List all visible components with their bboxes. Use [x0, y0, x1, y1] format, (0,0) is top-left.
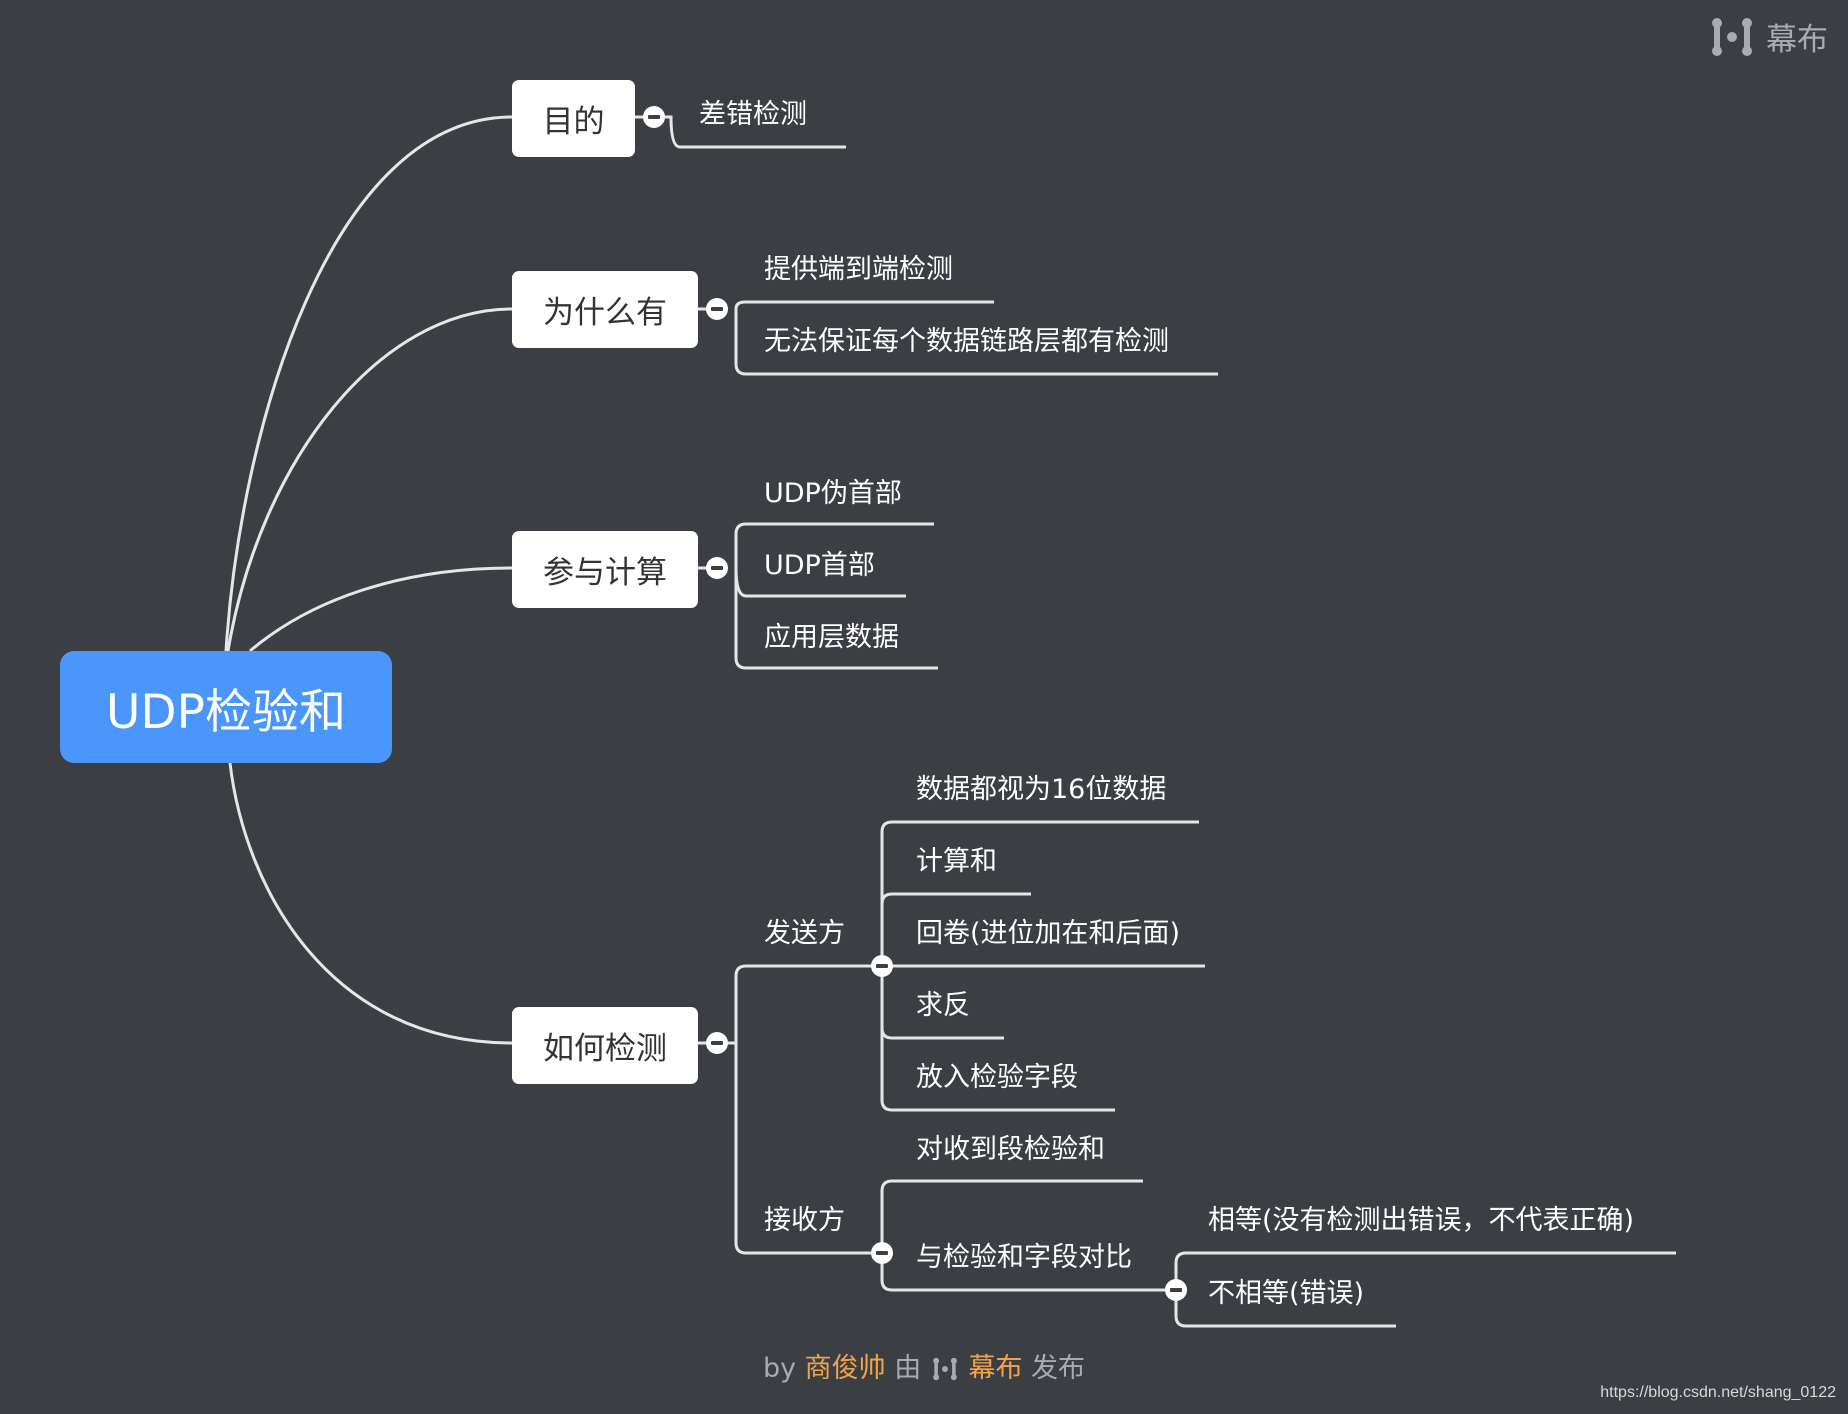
- collapse-toggle-participants[interactable]: [706, 557, 728, 579]
- node-sender[interactable]: 发送方: [764, 918, 845, 949]
- leaf-udp-pseudo-header[interactable]: UDP伪首部: [764, 478, 902, 509]
- footer-author[interactable]: 商俊帅: [804, 1353, 886, 1384]
- leaf-sum-received[interactable]: 对收到段检验和: [916, 1134, 1105, 1165]
- leaf-invert[interactable]: 求反: [916, 990, 970, 1021]
- leaf-16bit-data[interactable]: 数据都视为16位数据: [916, 774, 1167, 805]
- footer-published: 发布: [1031, 1353, 1086, 1384]
- collapse-toggle-compare[interactable]: [1165, 1279, 1187, 1301]
- leaf-error-detection[interactable]: 差错检测: [699, 99, 807, 130]
- footer-by: by: [762, 1353, 797, 1384]
- brand-name: 幕布: [1766, 22, 1828, 58]
- collapse-toggle-how[interactable]: [706, 1032, 728, 1054]
- leaf-compare-field[interactable]: 与检验和字段对比: [916, 1242, 1132, 1273]
- footer-via: 由: [894, 1353, 922, 1384]
- leaf-wrap-around[interactable]: 回卷(进位加在和后面): [916, 918, 1181, 949]
- leaf-not-equal[interactable]: 不相等(错误): [1208, 1278, 1365, 1309]
- node-participants[interactable]: 参与计算: [512, 531, 698, 608]
- footer-credit: by 商俊帅 由 幕布 发布: [0, 1346, 1848, 1385]
- mubu-logo-icon: [1712, 17, 1752, 56]
- leaf-udp-header[interactable]: UDP首部: [764, 550, 875, 581]
- node-why[interactable]: 为什么有: [512, 271, 698, 348]
- footer-platform[interactable]: 幕布: [968, 1353, 1023, 1384]
- leaf-app-data[interactable]: 应用层数据: [764, 622, 899, 653]
- node-receiver[interactable]: 接收方: [764, 1205, 845, 1236]
- collapse-toggle-why[interactable]: [706, 298, 728, 320]
- leaf-link-layer-no-guarantee[interactable]: 无法保证每个数据链路层都有检测: [764, 326, 1169, 357]
- root-node[interactable]: UDP检验和: [60, 651, 392, 763]
- csdn-watermark: https://blog.csdn.net/shang_0122: [1600, 1384, 1836, 1401]
- brand-logo: 幕布: [1710, 14, 1828, 59]
- node-purpose[interactable]: 目的: [512, 80, 635, 157]
- collapse-toggle-sender[interactable]: [871, 955, 893, 977]
- leaf-end-to-end[interactable]: 提供端到端检测: [764, 254, 953, 285]
- leaf-equal[interactable]: 相等(没有检测出错误，不代表正确): [1208, 1205, 1635, 1236]
- leaf-compute-sum[interactable]: 计算和: [916, 846, 997, 877]
- collapse-toggle-receiver[interactable]: [871, 1242, 893, 1264]
- leaf-put-in-field[interactable]: 放入检验字段: [916, 1062, 1078, 1093]
- mubu-small-logo-icon: [933, 1357, 957, 1381]
- node-how[interactable]: 如何检测: [512, 1007, 698, 1084]
- collapse-toggle-purpose[interactable]: [643, 106, 665, 128]
